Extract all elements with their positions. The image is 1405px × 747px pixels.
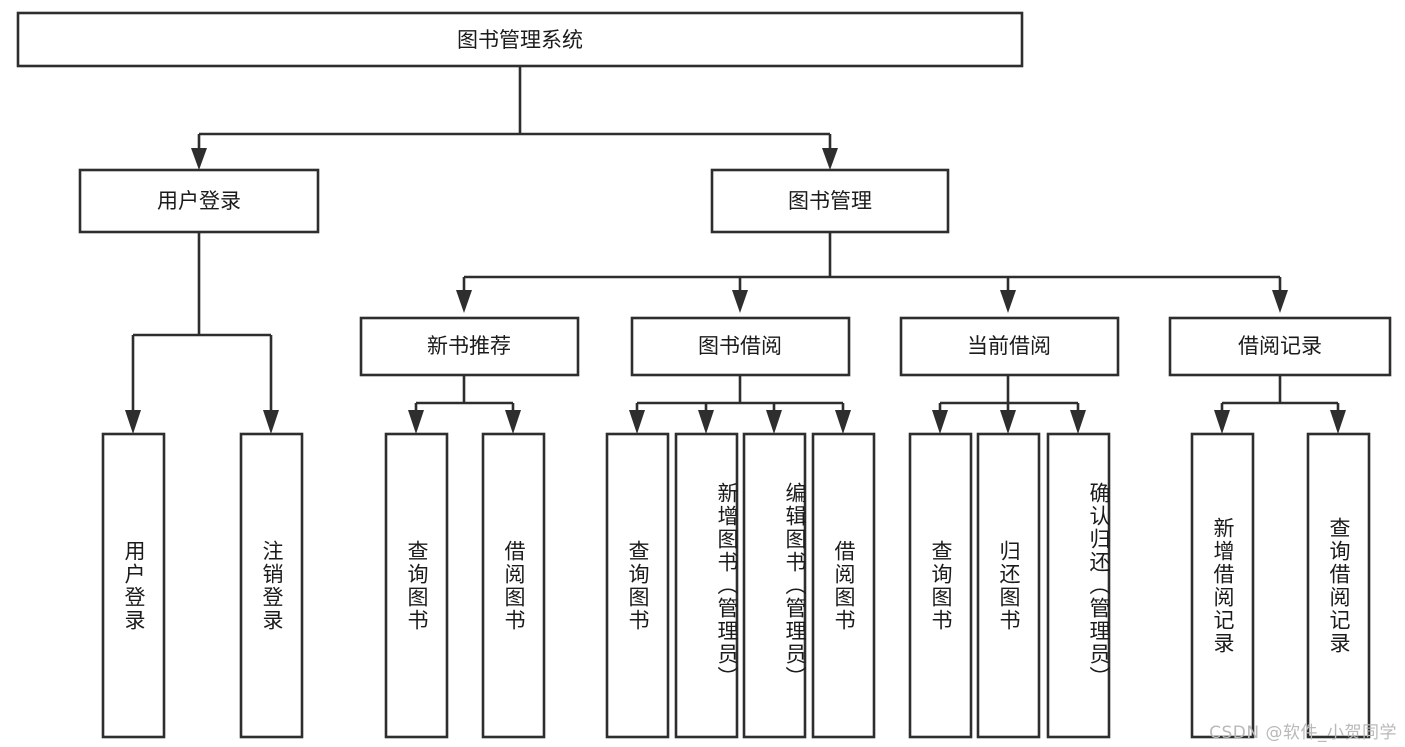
node-user-login-box[interactable] (78, 168, 320, 234)
arrow-head-leaf-return-book (1000, 410, 1016, 434)
node-root-box[interactable] (16, 11, 1024, 68)
node-book-management[interactable]: 图书管理 (710, 168, 950, 234)
leaf-return-book-box[interactable] (976, 432, 1041, 739)
connector-group-book-management (456, 232, 1288, 313)
leaf-query-book-borrow-box[interactable] (605, 432, 670, 739)
arrow-head-leaf-user-login (125, 410, 141, 434)
arrow-head-current-borrow (1000, 290, 1016, 313)
node-root[interactable]: 图书管理系统 (16, 11, 1024, 68)
node-borrow-record-box[interactable] (1168, 316, 1392, 377)
connector-group-current-borrow (932, 375, 1086, 434)
node-borrow-record-label: 借阅记录 (1238, 334, 1322, 358)
node-book-management-box[interactable] (710, 168, 950, 234)
node-book-borrow[interactable]: 图书借阅 (630, 316, 851, 377)
arrow-head-book-borrow (732, 290, 748, 313)
node-new-book-recommend-label: 新书推荐 (427, 334, 511, 358)
arrow-head-leaf-query-borrow-record (1330, 410, 1346, 434)
arrow-head-leaf-logout (263, 410, 279, 434)
connector-group-user-login (125, 232, 279, 434)
arrow-head-new-book-recommend (456, 290, 472, 313)
node-book-borrow-box[interactable] (630, 316, 851, 377)
connector-group-book-borrow (629, 375, 851, 434)
node-root-label: 图书管理系统 (457, 28, 583, 52)
leaf-logout-box[interactable] (239, 432, 304, 739)
arrow-head-leaf-borrow-book-rec (505, 410, 521, 434)
node-new-book-recommend[interactable]: 新书推荐 (359, 316, 580, 377)
connector-group-new-book-recommend (408, 375, 521, 434)
leaf-borrow-book-rec-box[interactable] (481, 432, 546, 739)
node-current-borrow[interactable]: 当前借阅 (899, 316, 1120, 377)
node-book-borrow-label: 图书借阅 (698, 334, 782, 358)
node-user-login-label: 用户登录 (157, 189, 241, 213)
arrow-head-leaf-confirm-return-admin (1070, 410, 1086, 434)
connector-group-root (191, 66, 838, 170)
node-borrow-record[interactable]: 借阅记录 (1168, 316, 1392, 377)
leaf-add-borrow-record-box[interactable] (1190, 432, 1255, 739)
node-new-book-recommend-box[interactable] (359, 316, 580, 377)
leaf-confirm-return-admin-box[interactable] (1046, 432, 1111, 739)
node-current-borrow-label: 当前借阅 (967, 334, 1051, 358)
watermark-text: CSDN @软件_小贺同学 (1209, 723, 1397, 743)
connector-group-borrow-record (1214, 375, 1346, 434)
arrow-head-leaf-add-borrow-record (1214, 410, 1230, 434)
leaf-query-borrow-record-box[interactable] (1306, 432, 1371, 739)
leaf-query-book-cur-box[interactable] (908, 432, 973, 739)
leaf-edit-book-admin-box[interactable] (742, 432, 807, 739)
arrow-head-user-login (191, 148, 207, 170)
arrow-head-borrow-record (1272, 290, 1288, 313)
leaf-borrow-book-box[interactable] (811, 432, 876, 739)
arrow-head-leaf-borrow-book (835, 410, 851, 434)
node-current-borrow-box[interactable] (899, 316, 1120, 377)
node-user-login[interactable]: 用户登录 (78, 168, 320, 234)
arrow-head-leaf-query-book-cur (932, 410, 948, 434)
leaf-boxes (101, 432, 1371, 739)
arrow-head-leaf-query-book-rec (408, 410, 424, 434)
leaf-query-book-rec-box[interactable] (384, 432, 449, 739)
arrow-head-leaf-query-book-borrow (629, 410, 645, 434)
arrow-head-book-management (822, 148, 838, 170)
arrow-head-leaf-edit-book-admin (766, 410, 782, 434)
leaf-add-book-admin-box[interactable] (674, 432, 739, 739)
arrow-head-leaf-add-book-admin (698, 410, 714, 434)
leaf-user-login-box[interactable] (101, 432, 166, 739)
node-book-management-label: 图书管理 (788, 189, 872, 213)
